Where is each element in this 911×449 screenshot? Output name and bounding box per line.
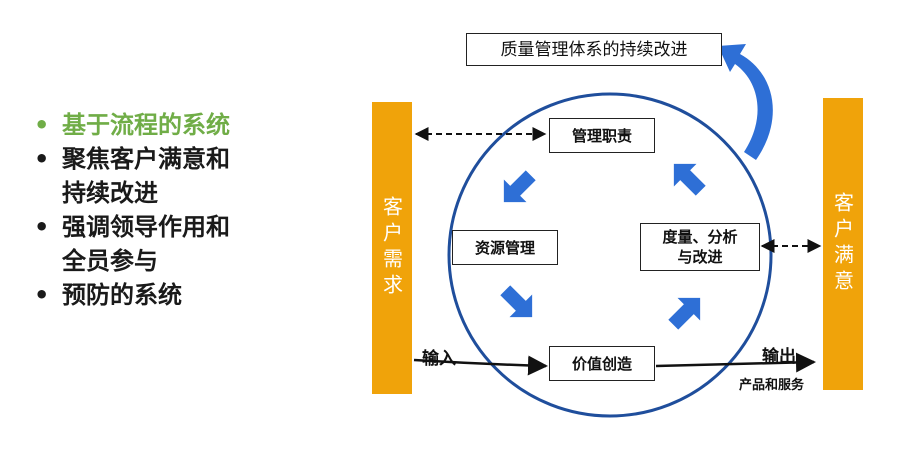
customer-requirements-bar: 客户需求: [372, 102, 412, 394]
measurement-analysis-box: 度量、分析 与改进: [640, 223, 760, 271]
resource-management-box: 资源管理: [452, 230, 558, 265]
customer-requirements-label: 客户需求: [379, 196, 404, 300]
input-label: 输入: [422, 349, 456, 369]
management-responsibility-box: 管理职责: [549, 118, 655, 153]
improvement-curve-arrow: [718, 44, 773, 160]
bullet-item: • 强调领导作用和 全员参与: [34, 210, 230, 278]
arrow-measure-to-mgmt: [673, 163, 706, 196]
bullet-text: 聚焦客户满意和 持续改进: [62, 145, 230, 207]
customer-satisfaction-bar: 客户满意: [823, 98, 863, 390]
arrow-resource-to-value: [500, 285, 533, 318]
customer-satisfaction-label: 客户满意: [830, 192, 855, 296]
output-flow-line: [655, 352, 816, 373]
output-label: 输出: [762, 347, 796, 367]
bullet-item: • 基于流程的系统: [34, 108, 230, 142]
bullet-list: • 基于流程的系统 • 聚焦客户满意和 持续改进 • 强调领导作用和 全员参与 …: [34, 108, 230, 312]
bullet-marker: •: [34, 145, 50, 173]
bullet-item: • 预防的系统: [34, 278, 230, 312]
continuous-improvement-title: 质量管理体系的持续改进: [466, 33, 722, 66]
input-flow-line: [413, 355, 548, 376]
value-creation-box: 价值创造: [549, 346, 655, 381]
process-circle: [447, 92, 773, 418]
arrow-value-to-measure: [668, 297, 701, 330]
bullet-marker: •: [34, 213, 50, 241]
bullet-text: 预防的系统: [62, 281, 182, 309]
bullet-marker: •: [34, 281, 50, 309]
bullet-text: 强调领导作用和 全员参与: [62, 213, 230, 275]
bullet-text: 基于流程的系统: [62, 111, 230, 139]
products-services-label: 产品和服务: [739, 378, 805, 393]
bullet-marker: •: [34, 111, 50, 139]
arrow-mgmt-to-resource: [503, 170, 536, 203]
bullet-item: • 聚焦客户满意和 持续改进: [34, 142, 230, 210]
